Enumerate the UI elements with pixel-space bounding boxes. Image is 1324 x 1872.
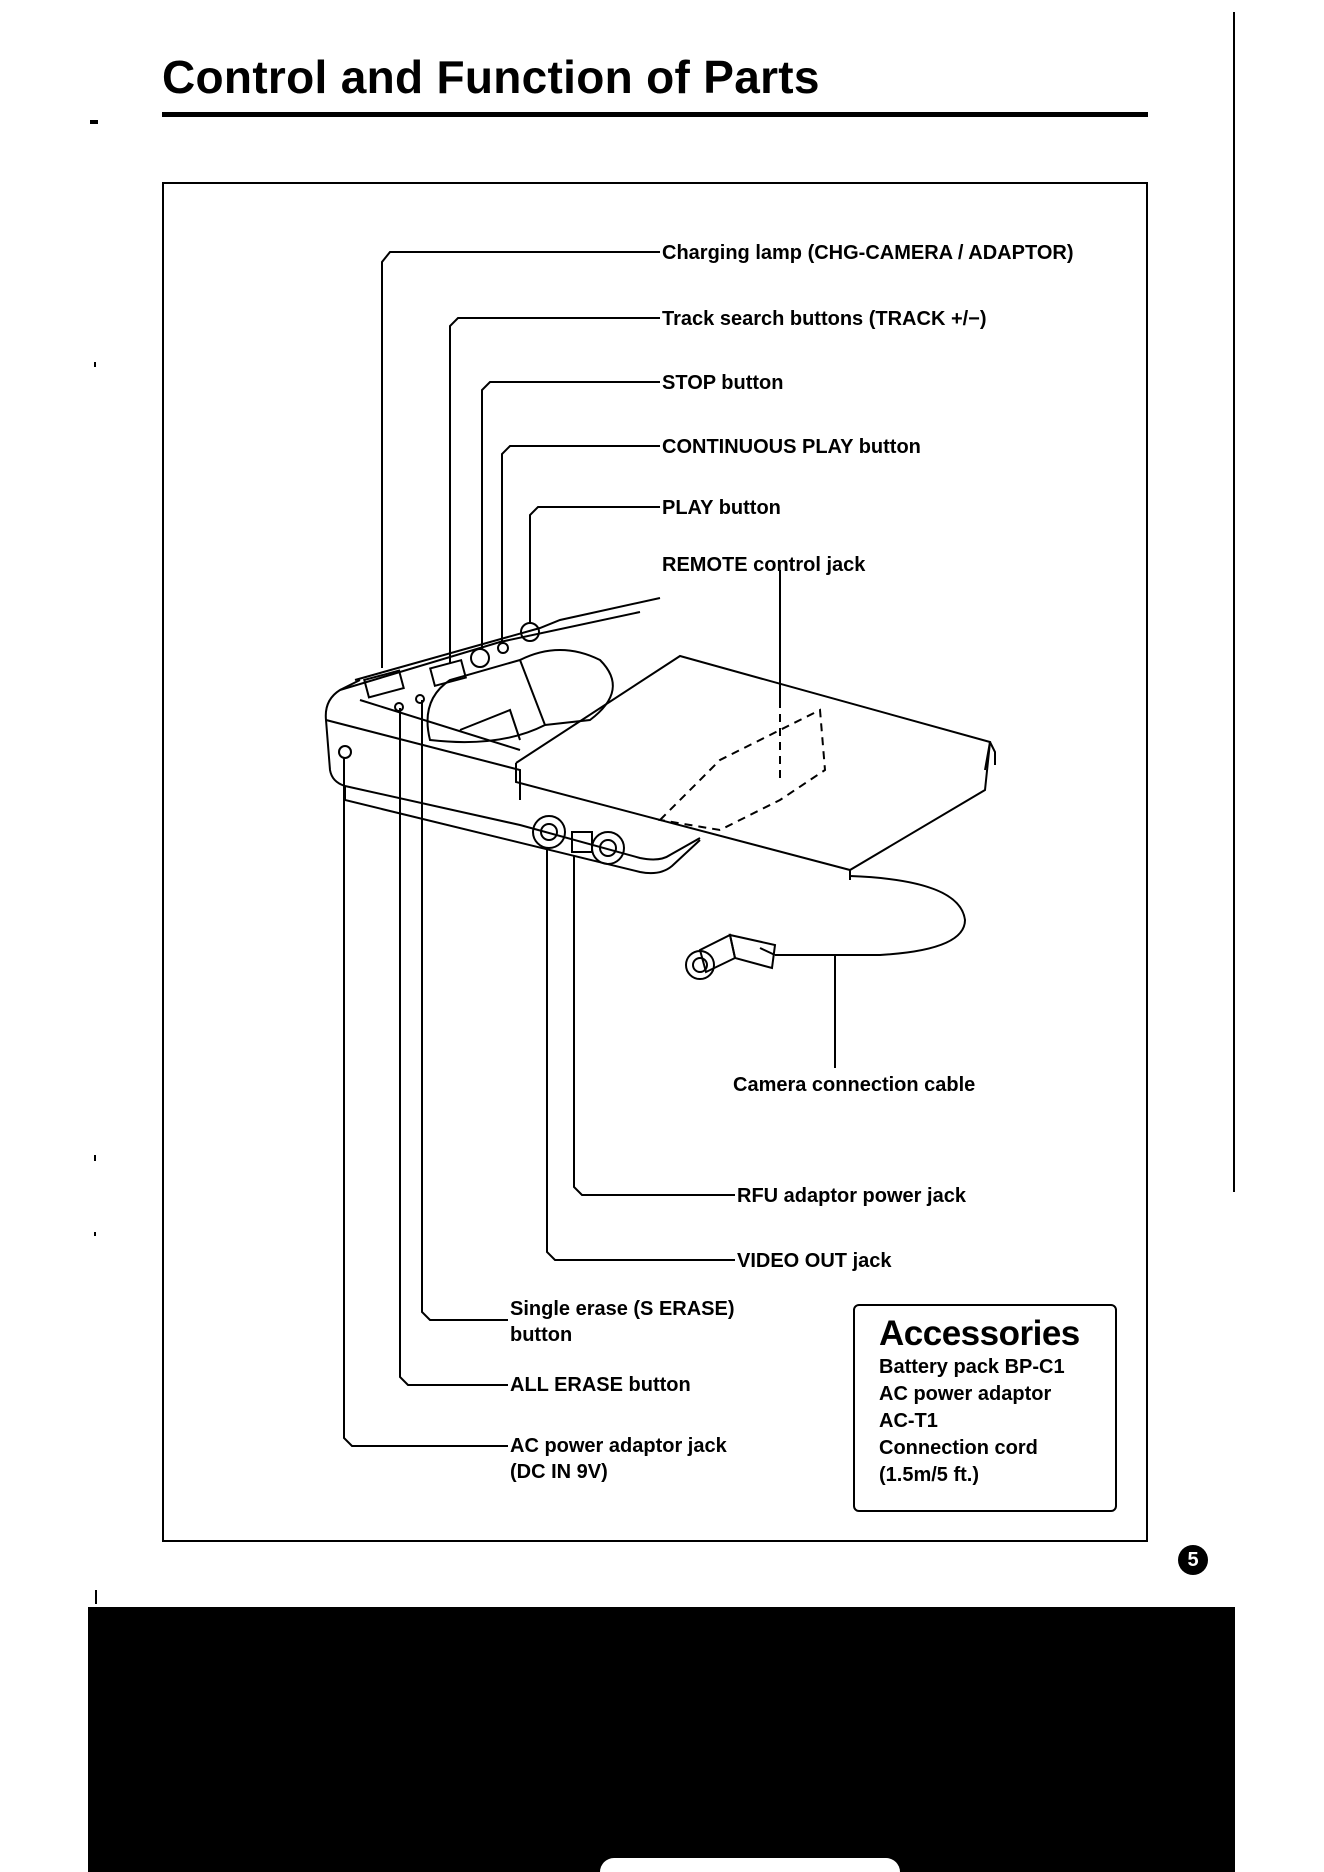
accessory-item: Connection cord bbox=[879, 1437, 1038, 1459]
scan-bottom-notch bbox=[600, 1858, 900, 1872]
label-all-erase-button: ALL ERASE button bbox=[510, 1374, 691, 1396]
label-video-out-jack: VIDEO OUT jack bbox=[737, 1250, 892, 1272]
page-title: Control and Function of Parts bbox=[162, 51, 820, 103]
diagram-frame bbox=[162, 182, 1148, 1542]
label-play-button: PLAY button bbox=[662, 497, 781, 519]
label-camera-connection-cable: Camera connection cable bbox=[733, 1074, 976, 1096]
page-edge-line bbox=[1233, 12, 1235, 1192]
scan-mark bbox=[94, 1232, 96, 1236]
accessory-item: AC power adaptor bbox=[879, 1383, 1052, 1405]
label-single-erase-line2: button bbox=[510, 1324, 573, 1346]
title-underline bbox=[162, 112, 1148, 117]
device-illustration bbox=[324, 597, 996, 980]
accessory-item: (1.5m/5 ft.) bbox=[879, 1464, 980, 1486]
label-rfu-adaptor-power-jack: RFU adaptor power jack bbox=[737, 1185, 966, 1207]
label-track-search-buttons: Track search buttons (TRACK +/−) bbox=[662, 308, 987, 330]
scan-mark bbox=[94, 1155, 96, 1161]
scan-mark bbox=[90, 120, 98, 124]
label-ac-adaptor-jack-line1: AC power adaptor jack bbox=[510, 1435, 727, 1457]
scan-mark bbox=[95, 1590, 97, 1604]
label-ac-adaptor-jack-line2: (DC IN 9V) bbox=[510, 1461, 608, 1483]
page-number-badge: 5 bbox=[1178, 1545, 1208, 1575]
accessory-item: AC-T1 bbox=[879, 1410, 938, 1432]
accessory-item: Battery pack BP-C1 bbox=[879, 1356, 1065, 1378]
label-stop-button: STOP button bbox=[662, 372, 784, 394]
label-remote-control-jack: REMOTE control jack bbox=[662, 554, 866, 576]
accessories-box: Accessories Battery pack BP-C1 AC power … bbox=[853, 1304, 1117, 1512]
accessories-heading: Accessories bbox=[879, 1314, 1080, 1353]
scan-bottom-band bbox=[88, 1607, 1235, 1872]
leader-lines bbox=[343, 251, 836, 1447]
label-continuous-play-button: CONTINUOUS PLAY button bbox=[662, 436, 921, 458]
label-charging-lamp: Charging lamp (CHG-CAMERA / ADAPTOR) bbox=[662, 242, 1074, 264]
label-single-erase-line1: Single erase (S ERASE) bbox=[510, 1298, 735, 1320]
scan-mark bbox=[94, 362, 96, 367]
